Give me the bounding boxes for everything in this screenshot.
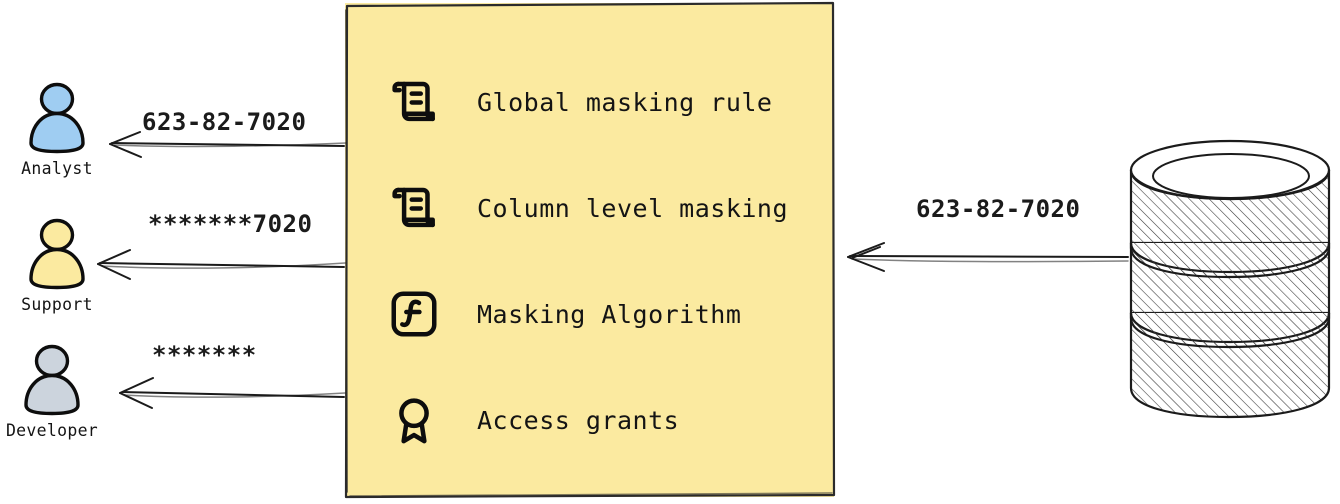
policy-row-label: Global masking rule <box>477 87 773 117</box>
policy-row-column-level-masking[interactable]: Column level masking <box>345 155 834 261</box>
person-icon <box>29 218 85 290</box>
arrow-to-support <box>97 249 346 280</box>
actor-analyst[interactable]: Analyst <box>2 82 112 178</box>
function-box-icon <box>391 291 437 337</box>
flow-value-developer: ******* <box>152 341 257 369</box>
masking-policy-panel-outline <box>344 1 836 499</box>
arrow-to-developer <box>119 377 346 409</box>
policy-row-access-grants[interactable]: Access grants <box>345 367 834 473</box>
actor-label: Developer <box>5 421 99 440</box>
person-icon <box>24 344 80 416</box>
database-cylinder-icon <box>1129 139 1331 419</box>
arrow-to-analyst <box>109 131 347 158</box>
policy-row-global-masking-rule[interactable]: Global masking rule <box>345 49 834 155</box>
award-badge-icon <box>399 398 429 444</box>
actor-support[interactable]: Support <box>2 218 112 314</box>
actor-label: Support <box>21 295 93 314</box>
policy-row-label: Masking Algorithm <box>477 299 742 329</box>
policy-row-masking-algorithm[interactable]: Masking Algorithm <box>345 261 834 367</box>
flow-value-support: *******7020 <box>148 210 313 238</box>
person-icon <box>29 82 85 154</box>
actor-developer[interactable]: Developer <box>0 344 107 440</box>
masking-policy-rows: Global masking rule Column level masking… <box>345 3 834 497</box>
policy-row-label: Access grants <box>477 405 680 435</box>
actor-label: Analyst <box>21 159 93 178</box>
flow-value-source: 623-82-7020 <box>916 195 1081 223</box>
scroll-icon <box>392 81 435 122</box>
scroll-icon <box>392 187 435 228</box>
arrow-from-database <box>847 242 1129 272</box>
flow-value-analyst: 623-82-7020 <box>142 108 307 136</box>
policy-row-label: Column level masking <box>477 193 789 223</box>
